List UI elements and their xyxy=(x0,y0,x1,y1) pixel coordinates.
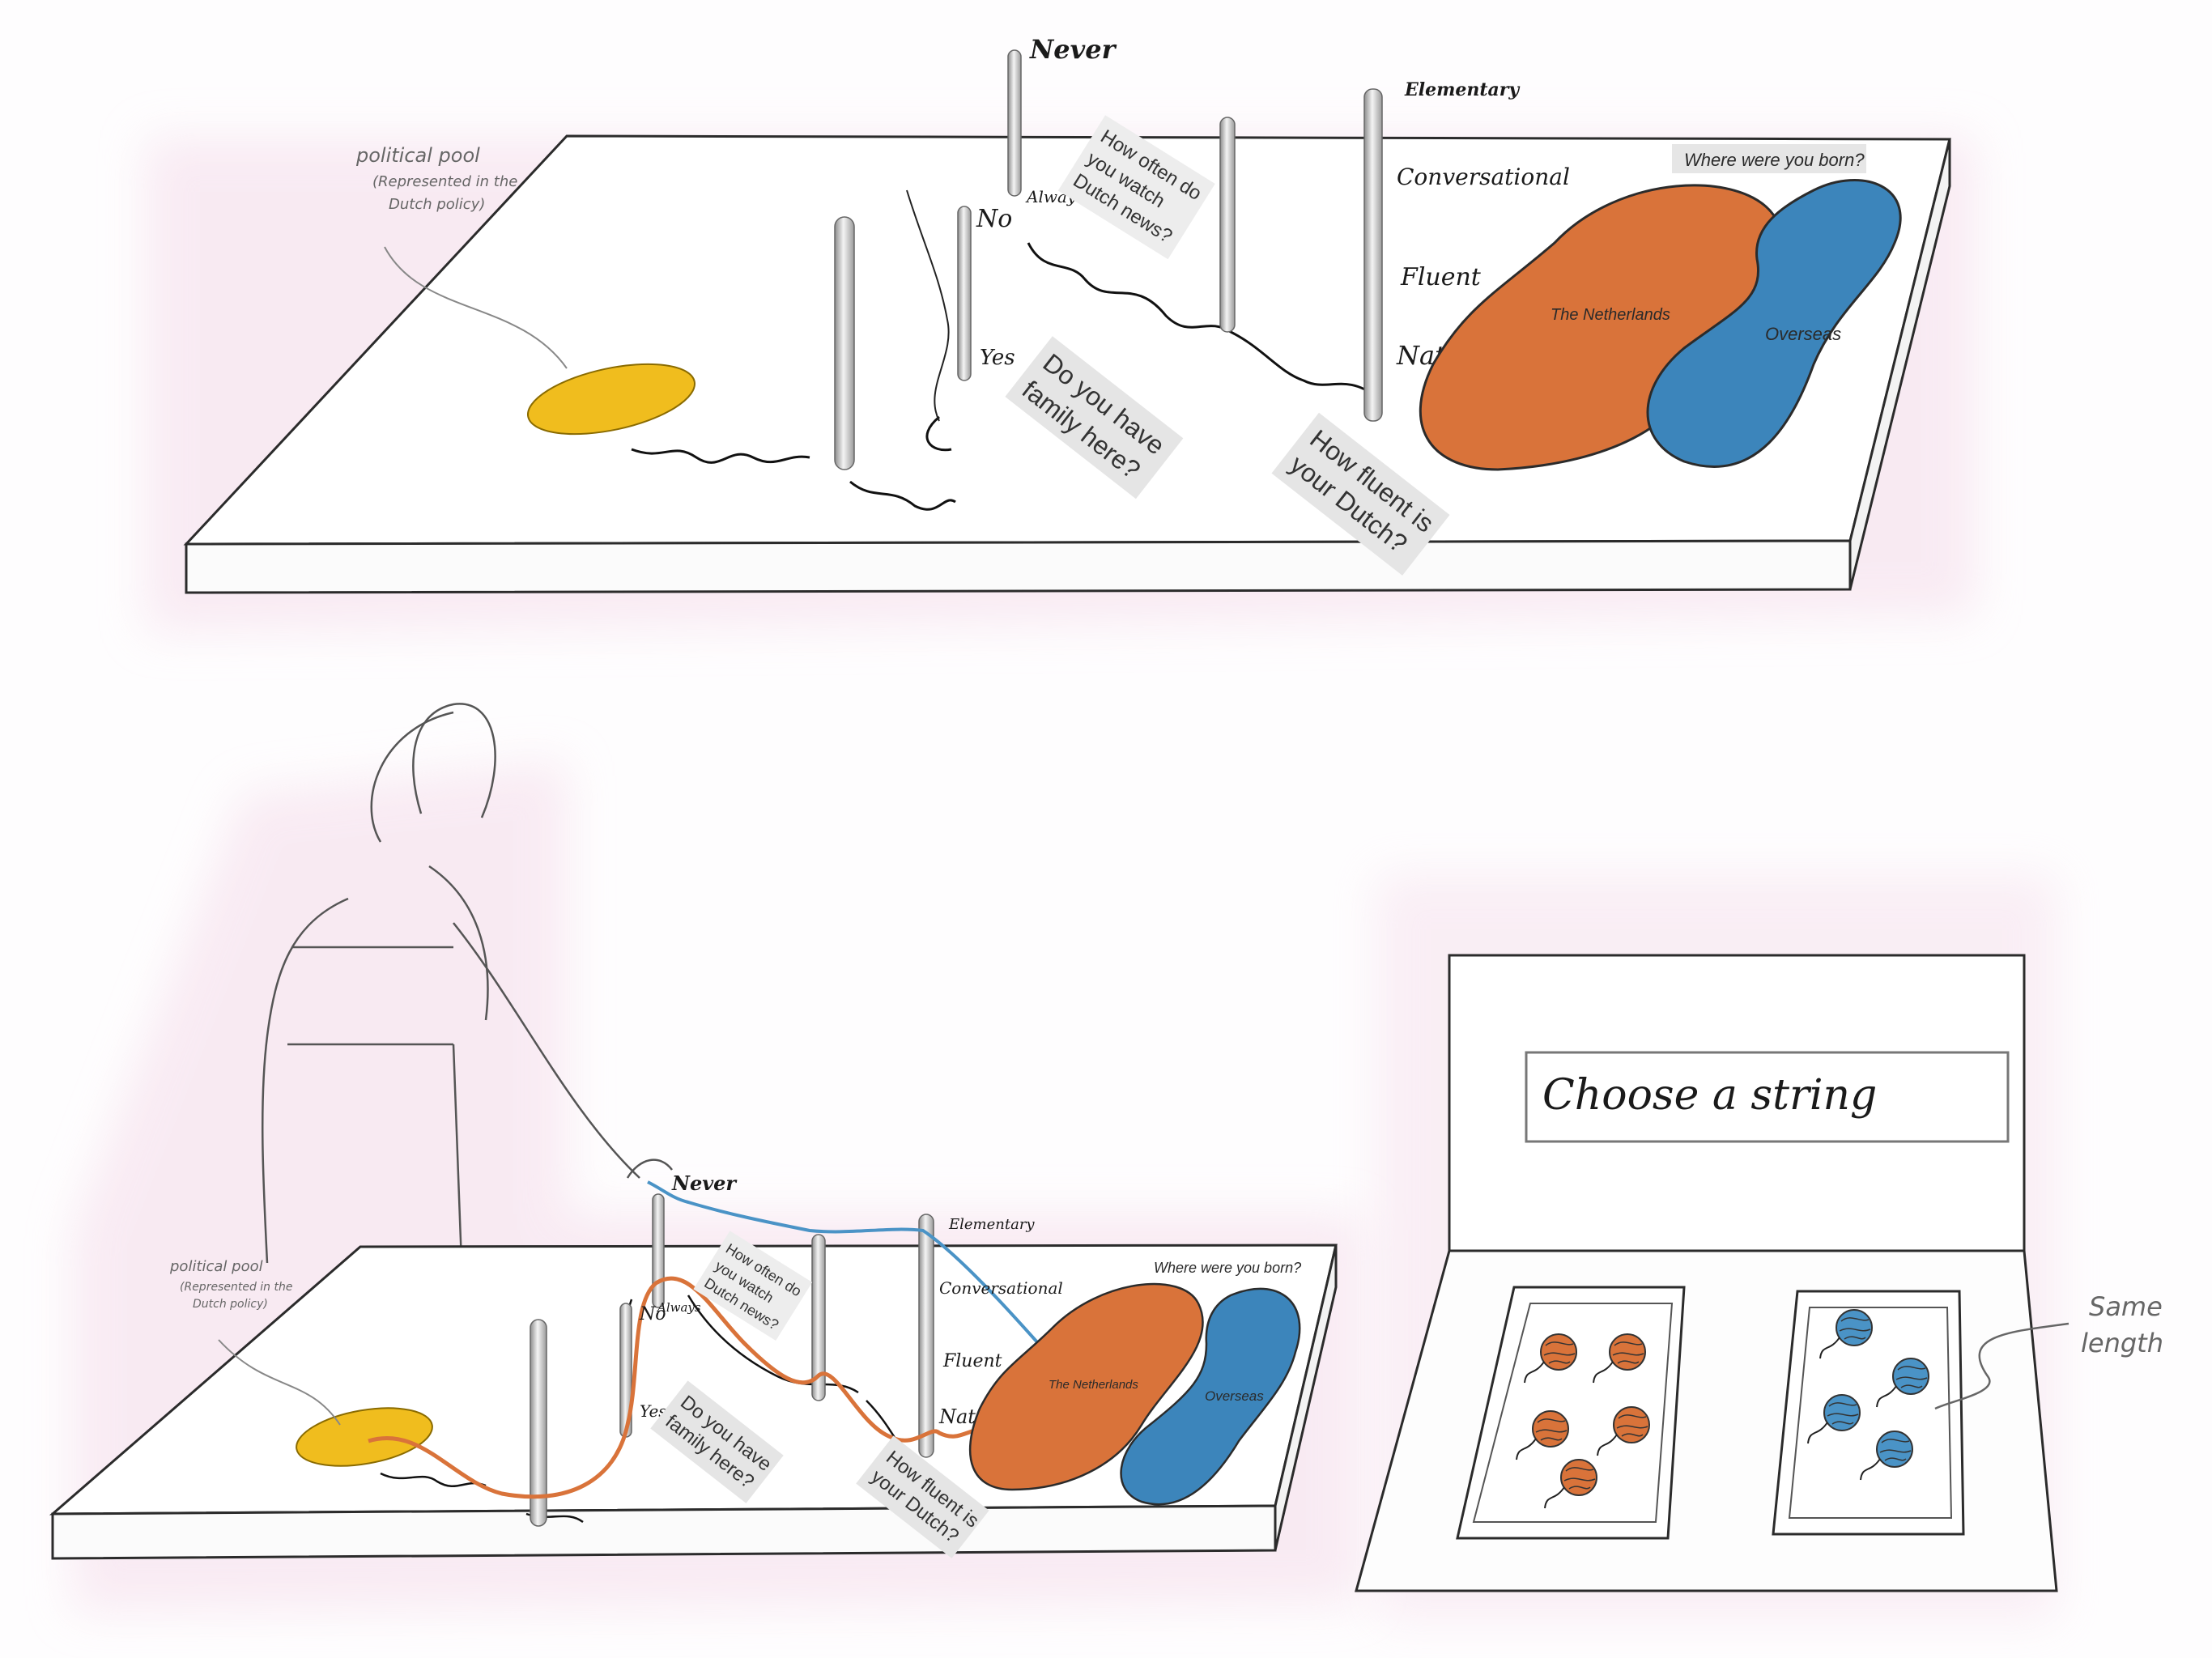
top-scene: political pool (Represented in the Dutch… xyxy=(146,34,1976,631)
top-fluency-conversational: Conversational xyxy=(1397,164,1570,190)
bottom-pool-label: political pool (Represented in the Dutch… xyxy=(169,1258,292,1311)
svg-text:political pool: political pool xyxy=(169,1258,263,1275)
svg-text:Dutch policy): Dutch policy) xyxy=(389,196,485,213)
bottom-region-overseas-label: Overseas xyxy=(1205,1388,1264,1404)
svg-text:(Represented in the: (Represented in the xyxy=(372,173,517,190)
top-political-pool xyxy=(526,363,696,436)
orange-yarn-ball[interactable] xyxy=(1597,1406,1650,1456)
orange-yarn-ball[interactable] xyxy=(1544,1459,1597,1509)
top-region-overseas-label: Overseas xyxy=(1765,324,1841,344)
top-family-loop-string xyxy=(906,189,950,422)
orange-yarn-ball[interactable] xyxy=(1593,1333,1646,1384)
blue-yarn-ball[interactable] xyxy=(1819,1309,1873,1359)
bottom-region-netherlands-label: The Netherlands xyxy=(1049,1378,1138,1392)
top-fluency-elementary: Elementary xyxy=(1404,79,1521,100)
bottom-table-front xyxy=(51,1504,1277,1560)
same-length-pointer xyxy=(1934,1322,2069,1410)
blue-yarn-ball[interactable] xyxy=(1876,1358,1929,1408)
blue-yarn-ball[interactable] xyxy=(1860,1431,1913,1481)
top-pool-pointer xyxy=(384,246,568,369)
bottom-fluency-fluent: Fluent xyxy=(942,1351,1002,1371)
bottom-region-overseas xyxy=(1120,1287,1301,1506)
bottom-political-pool xyxy=(296,1407,433,1467)
top-table-side xyxy=(1848,138,1951,590)
bottom-news-always: Always xyxy=(656,1300,701,1315)
bottom-pole-1 xyxy=(530,1319,547,1527)
orange-yarn-ball[interactable] xyxy=(1524,1333,1577,1384)
top-family-yes: Yes xyxy=(980,346,1015,370)
top-string-squiggle xyxy=(631,242,1377,511)
bottom-table-side xyxy=(1274,1244,1338,1551)
top-region-overseas xyxy=(1646,179,1902,468)
bottom-fluency-conversational: Conversational xyxy=(939,1278,1063,1298)
svg-text:Where were you born?: Where were you born? xyxy=(1154,1260,1301,1276)
same-length-note-line1: Same xyxy=(2089,1291,2163,1322)
top-pool-label: political pool (Represented in the Dutch… xyxy=(355,144,517,213)
top-family-no: No xyxy=(976,205,1012,233)
top-question-born: Where were you born? xyxy=(1672,144,1866,173)
bottom-pool-pointer xyxy=(218,1339,341,1426)
blue-yarn-ball[interactable] xyxy=(1807,1394,1861,1444)
top-fluency-fluent: Fluent xyxy=(1400,263,1482,291)
svg-text:(Represented in the: (Represented in the xyxy=(180,1281,292,1294)
top-region-netherlands-label: The Netherlands xyxy=(1551,306,1670,324)
visitor-figure xyxy=(261,703,673,1264)
top-pole-family xyxy=(957,206,972,381)
blue-string-tray[interactable] xyxy=(1772,1290,1965,1536)
top-table-front xyxy=(185,539,1852,594)
string-booth: Choose a string Same length xyxy=(1355,954,2163,1592)
yarn-balls xyxy=(1516,1309,1929,1509)
bottom-orange-string xyxy=(368,1276,981,1499)
bottom-news-never: Never xyxy=(671,1171,738,1195)
top-pole-1 xyxy=(834,216,855,470)
top-pole-news xyxy=(1007,49,1022,197)
top-pole-mid xyxy=(1219,117,1236,333)
bottom-blue-string xyxy=(647,1180,1119,1435)
bottom-pole-mid xyxy=(811,1234,826,1401)
same-length-note-line2: length xyxy=(2081,1328,2163,1358)
bottom-pole-fluency xyxy=(918,1214,934,1458)
booth-sign: Choose a string xyxy=(1525,1051,2010,1143)
svg-text:political pool: political pool xyxy=(355,144,480,167)
svg-text:Choose a string: Choose a string xyxy=(1542,1071,1877,1120)
top-news-never: Never xyxy=(1029,34,1117,65)
svg-text:Where were you born?: Where were you born? xyxy=(1684,150,1865,170)
top-pole-fluency xyxy=(1363,88,1383,422)
bottom-fluency-elementary: Elementary xyxy=(948,1216,1035,1233)
bottom-region-netherlands xyxy=(968,1282,1204,1491)
bottom-pole-news xyxy=(652,1193,665,1308)
bottom-question-born: Where were you born? xyxy=(1154,1260,1301,1276)
svg-text:Dutch policy): Dutch policy) xyxy=(193,1298,268,1311)
bottom-family-no: No xyxy=(639,1304,666,1324)
orange-yarn-ball[interactable] xyxy=(1516,1410,1569,1460)
